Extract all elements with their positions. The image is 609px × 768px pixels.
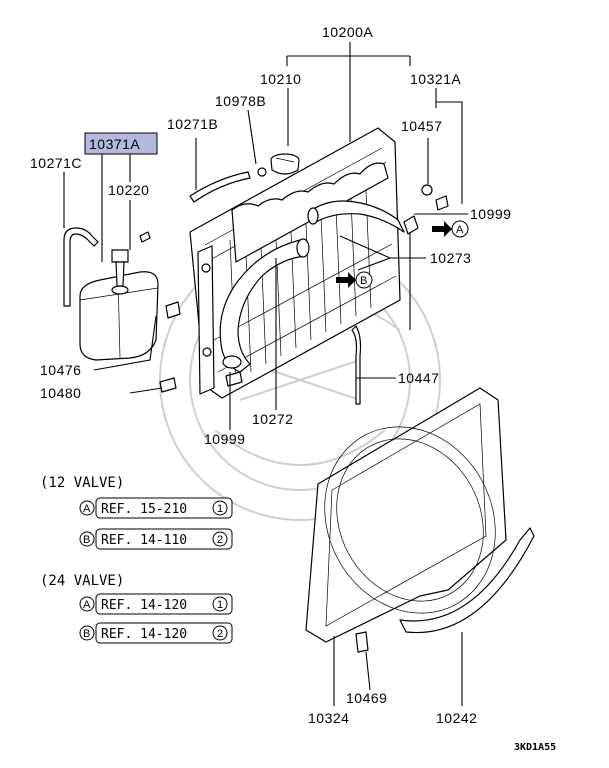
label-10476[interactable]: 10476 xyxy=(40,362,81,378)
label-10220[interactable]: 10220 xyxy=(108,182,149,198)
label-10457[interactable]: 10457 xyxy=(401,118,442,134)
svg-text:REF. 14-110: REF. 14-110 xyxy=(101,533,187,548)
label-10273[interactable]: 10273 xyxy=(430,250,471,266)
radiator-core xyxy=(189,127,401,399)
label-10200A[interactable]: 10200A xyxy=(322,24,373,40)
svg-text:A: A xyxy=(456,224,464,236)
label-10271C[interactable]: 10271C xyxy=(30,155,82,171)
reference-sections: (12 VALVE) A REF. 15-210 1 B REF. 14-110… xyxy=(40,475,233,644)
upper-hose xyxy=(307,200,405,233)
leader-lines xyxy=(63,42,468,706)
label-10480[interactable]: 10480 xyxy=(40,385,81,401)
radiator-cap xyxy=(270,153,300,175)
diagram-code: 3KD1A55 xyxy=(514,742,556,753)
label-10371A[interactable]: 10371A xyxy=(89,136,140,152)
label-10242[interactable]: 10242 xyxy=(436,710,477,726)
svg-text:B: B xyxy=(83,628,90,640)
clamps-and-bolts xyxy=(139,167,449,653)
label-10469[interactable]: 10469 xyxy=(346,690,387,706)
marker-a: A xyxy=(451,220,469,238)
label-10271B[interactable]: 10271B xyxy=(167,116,218,132)
label-10978B[interactable]: 10978B xyxy=(215,93,266,109)
ref-row-24-a[interactable]: A REF. 14-120 1 xyxy=(79,593,233,615)
fan-shroud xyxy=(305,387,507,643)
ref-row-12-b[interactable]: B REF. 14-110 2 xyxy=(79,528,233,550)
svg-text:B: B xyxy=(83,534,90,546)
svg-text:REF. 14-120: REF. 14-120 xyxy=(101,598,187,613)
part-labels: 10200A 10210 10321A 10978B 10371A 10271B… xyxy=(30,24,511,726)
drain-hose xyxy=(351,325,362,405)
flow-arrows xyxy=(336,221,452,288)
svg-text:REF. 15-210: REF. 15-210 xyxy=(101,502,187,517)
label-10321A[interactable]: 10321A xyxy=(410,71,461,87)
label-10210[interactable]: 10210 xyxy=(260,71,301,87)
label-10324[interactable]: 10324 xyxy=(308,710,349,726)
svg-text:A: A xyxy=(83,599,91,611)
overflow-hose-b xyxy=(189,171,251,203)
highlight-box xyxy=(84,132,158,155)
svg-text:B: B xyxy=(360,275,367,287)
label-10999-lower[interactable]: 10999 xyxy=(204,431,245,447)
section-title-24-valve: (24 VALVE) xyxy=(40,573,124,589)
overflow-hose-c xyxy=(63,227,99,307)
fan-shroud-lower xyxy=(399,527,535,634)
svg-text:1: 1 xyxy=(217,599,223,611)
label-10447[interactable]: 10447 xyxy=(398,370,439,386)
reserve-tank xyxy=(79,249,159,361)
ref-row-12-a[interactable]: A REF. 15-210 1 xyxy=(79,497,233,519)
section-title-12-valve: (12 VALVE) xyxy=(40,475,124,491)
svg-text:2: 2 xyxy=(217,628,223,640)
svg-text:A: A xyxy=(83,503,91,515)
ref-row-24-b[interactable]: B REF. 14-120 2 xyxy=(79,622,233,644)
label-10999-upper[interactable]: 10999 xyxy=(470,206,511,222)
svg-text:REF. 14-120: REF. 14-120 xyxy=(101,627,187,642)
marker-b: B xyxy=(355,271,373,289)
svg-text:1: 1 xyxy=(217,503,223,515)
svg-text:2: 2 xyxy=(217,534,223,546)
label-10272[interactable]: 10272 xyxy=(252,411,293,427)
